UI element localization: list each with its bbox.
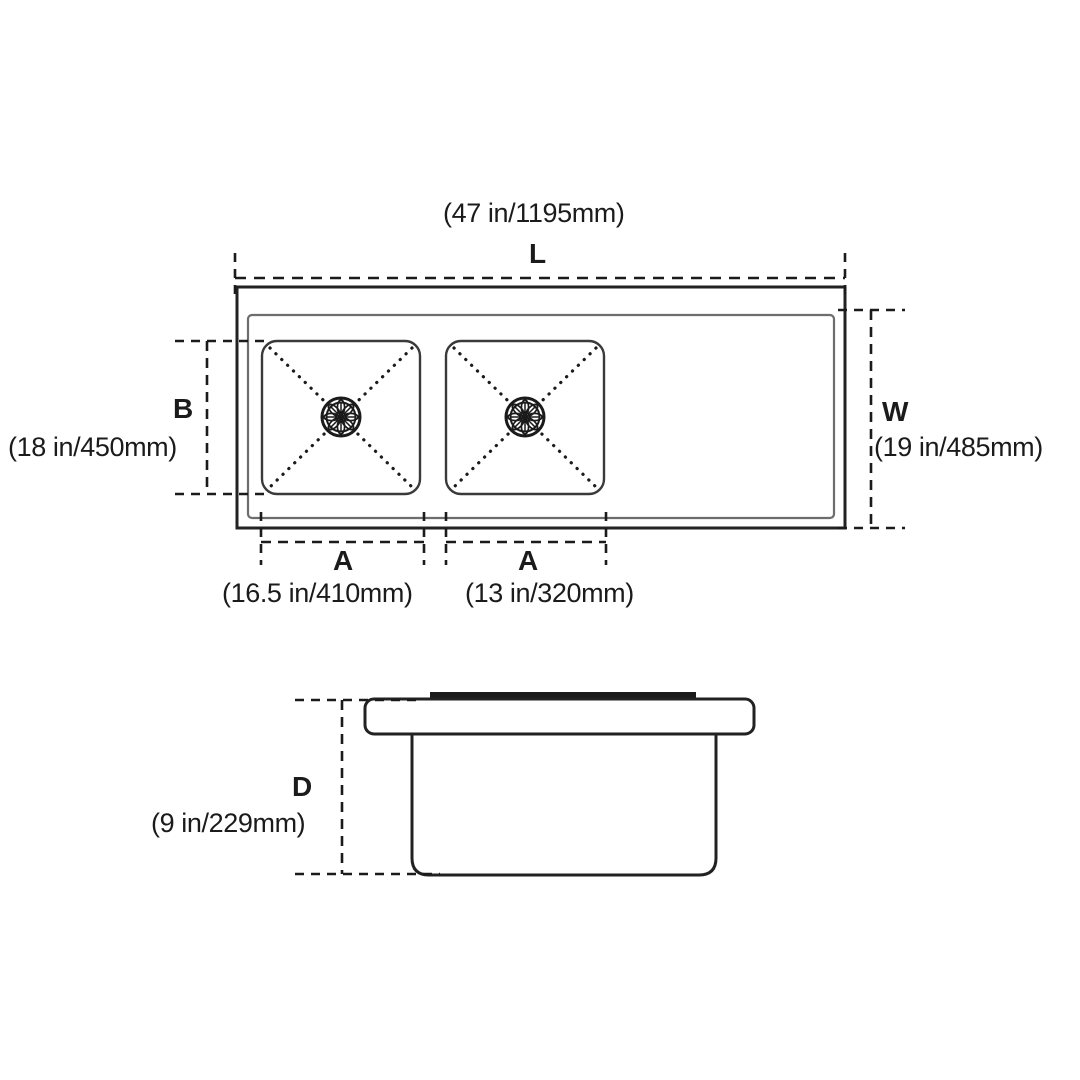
section-view-group <box>295 692 756 877</box>
length-letter-label: L <box>529 238 547 269</box>
top-view-group <box>175 253 905 565</box>
overall-width-letter-label: W <box>882 396 909 427</box>
overall-width-value-label: (19 in/485mm) <box>874 432 1043 462</box>
drain-strainer-icon <box>504 396 546 438</box>
bowl-a1-value-label: (16.5 in/410mm) <box>222 578 413 608</box>
deck-edge-bar <box>430 692 696 699</box>
bowl-a2-value-label: (13 in/320mm) <box>465 578 634 608</box>
bowl-width-letter-label: B <box>173 393 194 424</box>
bowl-a1-letter-label: A <box>333 545 354 576</box>
dimension-bowl-A2 <box>444 512 608 565</box>
depth-letter-label: D <box>292 771 313 802</box>
right-bowl <box>444 339 606 496</box>
dimension-bowl-A1 <box>259 512 426 565</box>
dimension-bowl-B <box>175 339 268 496</box>
bowl-a2-letter-label: A <box>518 545 539 576</box>
dimension-depth-D <box>295 698 440 876</box>
dimension-width-W <box>838 308 905 530</box>
sink-bowl-body <box>410 732 718 877</box>
sink-rim-flange <box>363 697 756 736</box>
drain-strainer-icon <box>320 396 362 438</box>
left-bowl <box>260 339 422 496</box>
depth-value-label: (9 in/229mm) <box>151 808 306 838</box>
length-value-label: (47 in/1195mm) <box>443 198 625 228</box>
dimension-length-L <box>233 253 847 300</box>
bowl-width-value-label: (18 in/450mm) <box>8 432 177 462</box>
